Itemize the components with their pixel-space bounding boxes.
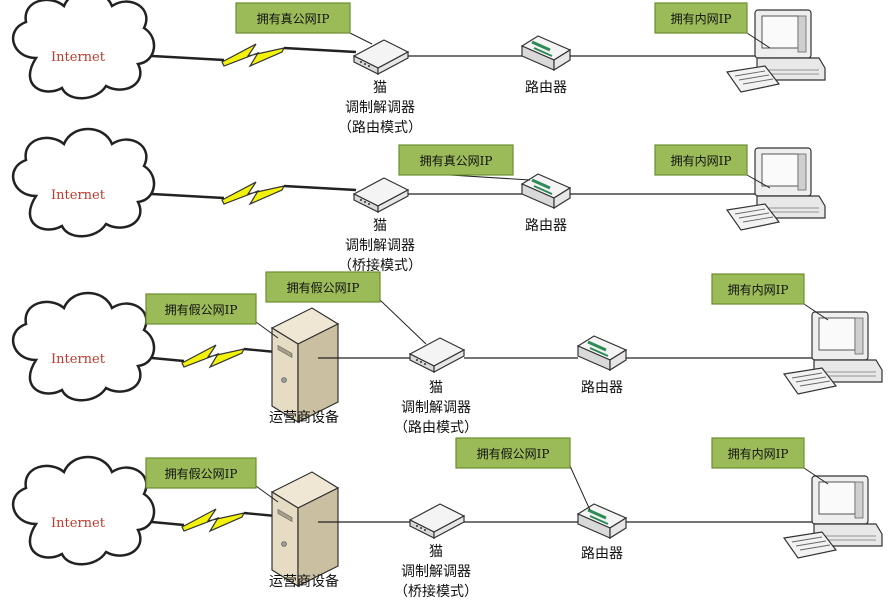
cloud-label: Internet: [51, 50, 106, 65]
router-label: 路由器: [525, 80, 567, 96]
ip-note-box: [398, 144, 514, 176]
cloud-label: Internet: [51, 188, 106, 203]
router-icon: [576, 502, 628, 540]
ip-note-label: 拥有真公网IP: [257, 12, 330, 26]
ip-note-label: 拥有内网IP: [671, 154, 732, 168]
ip-note-label: 拥有假公网IP: [165, 303, 238, 317]
ip-note-box: [711, 437, 805, 469]
modem-mode-label: （路由模式）: [338, 120, 422, 136]
wan-link: [151, 356, 185, 363]
ip-note-box: [654, 2, 748, 34]
modem-name-label: 猫: [373, 218, 387, 234]
wan-link: [283, 184, 357, 192]
modem-icon: [409, 337, 465, 373]
ip-note-label: 拥有内网IP: [728, 283, 789, 297]
cloud-shape: [11, 291, 156, 402]
cloud-label: Internet: [51, 352, 106, 367]
lightning-bolt-icon: [181, 344, 246, 369]
modem-name-label: 猫: [373, 80, 387, 96]
cloud-shape: [11, 127, 156, 238]
modem-mode-label: （桥接模式）: [394, 583, 478, 600]
isp-device-label: 运营商设备: [269, 409, 339, 426]
ip-note-label: 拥有假公网IP: [287, 281, 360, 295]
router-label: 路由器: [525, 218, 567, 234]
cloud-label: Internet: [51, 516, 106, 531]
modem-icon: [353, 177, 409, 213]
router-label: 路由器: [581, 380, 623, 396]
cloud-shape: [11, 455, 156, 566]
note-connector: [255, 321, 279, 339]
ip-note-box: [235, 2, 351, 34]
modem-icon: [353, 39, 409, 75]
wan-link: [243, 511, 277, 518]
modem-mode-label: （路由模式）: [394, 420, 478, 436]
router-icon: [576, 334, 628, 372]
isp-device-label: 运营商设备: [269, 573, 339, 590]
ip-note-box: [711, 273, 805, 305]
router-label: 路由器: [581, 546, 623, 562]
note-connector: [255, 485, 279, 503]
isp-server-icon: [271, 471, 339, 587]
modem-type-label: 调制解调器: [345, 238, 415, 254]
isp-server-icon: [271, 307, 339, 423]
modem-icon: [409, 503, 465, 539]
ip-note-box: [654, 144, 748, 176]
note-connector: [746, 174, 771, 189]
lightning-bolt-icon: [221, 181, 286, 206]
modem-name-label: 猫: [429, 544, 443, 560]
lightning-bolt-icon: [221, 43, 286, 68]
wan-link: [243, 347, 277, 354]
desktop-computer-icon: [783, 311, 883, 395]
modem-type-label: 调制解调器: [401, 400, 471, 416]
note-connector: [379, 299, 427, 345]
ip-note-label: 拥有内网IP: [728, 447, 789, 461]
modem-type-label: 调制解调器: [401, 564, 471, 580]
router-icon: [520, 34, 572, 72]
ip-note-box: [455, 437, 571, 469]
modem-type-label: 调制解调器: [345, 100, 415, 116]
ip-note-box: [145, 457, 257, 489]
ip-note-box: [265, 271, 381, 303]
ip-note-label: 拥有真公网IP: [420, 154, 493, 168]
note-connector: [349, 32, 373, 45]
note-connector: [803, 303, 829, 321]
modem-mode-label: （桥接模式）: [338, 257, 422, 274]
ip-note-label: 拥有假公网IP: [165, 467, 238, 481]
wan-link: [151, 520, 185, 527]
note-connector: [746, 32, 771, 49]
desktop-computer-icon: [783, 475, 883, 559]
internet-cloud: Internet: [11, 455, 156, 566]
ip-note-label: 拥有内网IP: [671, 12, 732, 26]
modem-name-label: 猫: [429, 380, 443, 396]
internet-cloud: Internet: [11, 127, 156, 238]
note-connector: [449, 174, 531, 181]
wan-link: [283, 46, 357, 54]
ip-note-box: [145, 293, 257, 325]
note-connector: [803, 467, 829, 485]
internet-cloud: Internet: [11, 291, 156, 402]
lightning-bolt-icon: [181, 508, 246, 533]
router-icon: [520, 172, 572, 210]
ip-note-label: 拥有假公网IP: [477, 447, 550, 461]
note-connector: [569, 465, 591, 511]
internet-cloud: Internet: [11, 0, 156, 100]
wan-link: [151, 54, 225, 62]
wan-link: [151, 192, 225, 200]
